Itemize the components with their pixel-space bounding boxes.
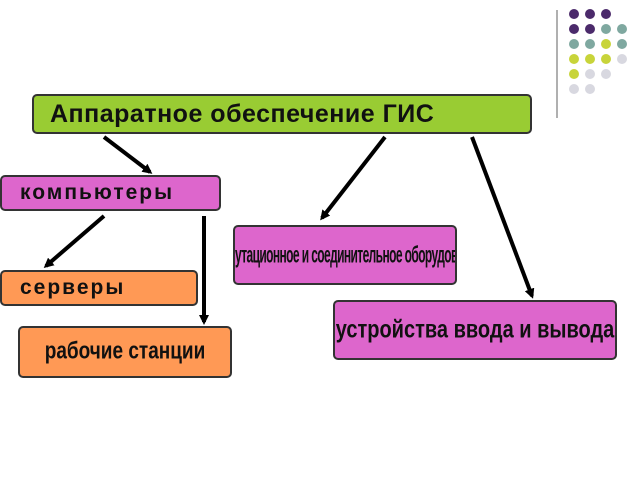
node-workstations-label: рабочие станции — [44, 338, 206, 365]
arrow-root-to-io-devices — [470, 136, 535, 299]
decorative-dot — [617, 24, 627, 34]
node-io-devices: устройства ввода и вывода — [333, 300, 617, 360]
decorative-dot — [601, 24, 611, 34]
decorative-dot — [569, 24, 579, 34]
node-communication-label: коммутационное и соединительное оборудов… — [235, 241, 457, 269]
decorative-divider-line — [556, 10, 558, 118]
decorative-dot — [569, 9, 579, 19]
node-servers-label: серверы — [20, 276, 126, 299]
decorative-dot — [601, 9, 611, 19]
node-servers: серверы — [0, 270, 198, 306]
decorative-dot — [617, 54, 627, 64]
arrow-computers-to-servers — [43, 214, 106, 268]
node-io-devices-label: устройства ввода и вывода — [335, 315, 615, 344]
decorative-dot — [569, 39, 579, 49]
decorative-dot — [601, 54, 611, 64]
decorative-dot-grid — [569, 9, 627, 94]
decorative-dot — [569, 69, 579, 79]
decorative-dot — [601, 69, 611, 79]
decorative-dot — [585, 39, 595, 49]
arrow-root-to-computers — [102, 135, 153, 174]
decorative-dot — [617, 39, 627, 49]
decorative-dot — [585, 24, 595, 34]
decorative-dot — [585, 84, 595, 94]
decorative-dot — [585, 9, 595, 19]
node-computers-label: компьютеры — [20, 181, 175, 204]
root-node-hardware-gis: Аппаратное обеспечение ГИС — [32, 94, 532, 134]
decorative-dot — [569, 84, 579, 94]
node-workstations: рабочие станции — [18, 326, 232, 378]
root-node-label: Аппаратное обеспечение ГИС — [50, 99, 435, 128]
decorative-dot — [585, 69, 595, 79]
decorative-dot — [601, 39, 611, 49]
arrow-root-to-communication — [320, 135, 387, 221]
decorative-dot — [569, 54, 579, 64]
node-computers: компьютеры — [0, 175, 221, 211]
decorative-dot — [585, 54, 595, 64]
node-communication-equipment: коммутационное и соединительное оборудов… — [233, 225, 457, 285]
